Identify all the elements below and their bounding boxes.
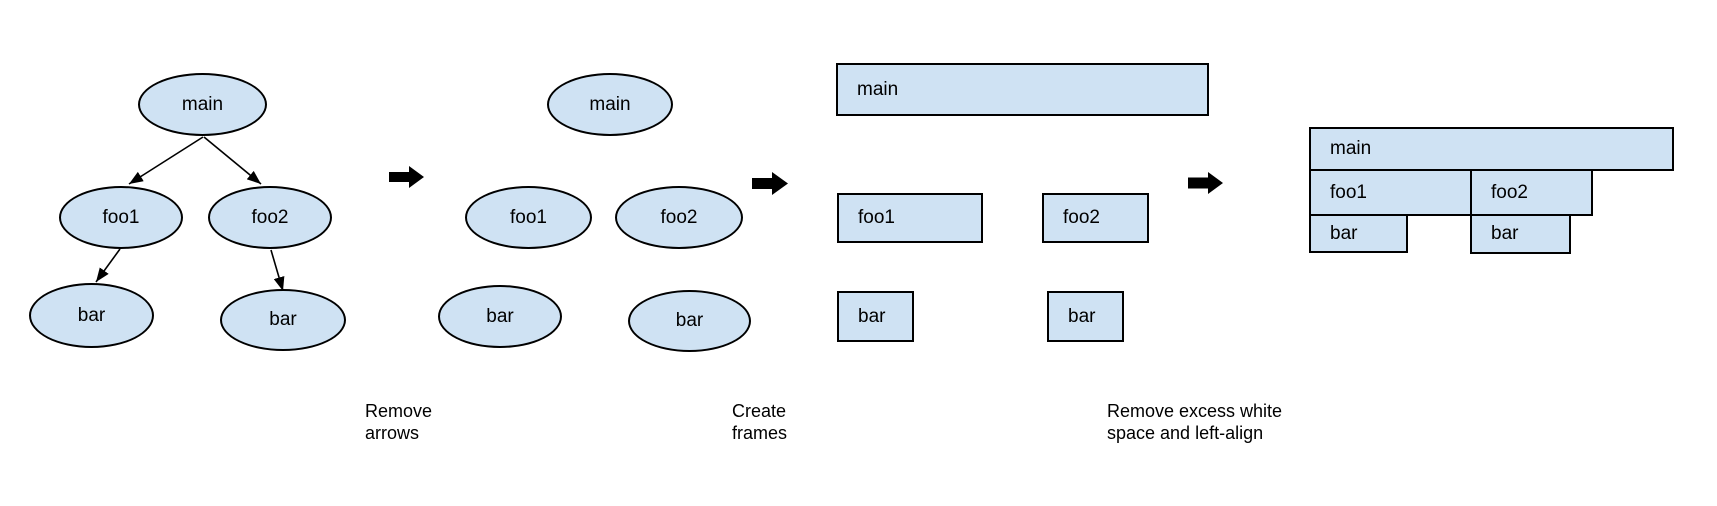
- stage4-frame-bar-right: bar: [1470, 214, 1571, 254]
- edge-main-foo1: [128, 136, 204, 185]
- step-label-left-align: Remove excess white space and left-align: [1107, 401, 1283, 443]
- stage1-node-bar-right-label: bar: [269, 309, 297, 330]
- stage4-frame-bar-right-label: bar: [1491, 223, 1519, 244]
- stage3-frame-bar-left: bar: [837, 291, 914, 342]
- stage2-node-foo2-label: foo2: [660, 206, 698, 228]
- stage1-node-bar-left-label: bar: [77, 304, 106, 326]
- stage2-node-bar-right: bar: [628, 290, 751, 352]
- stage1-node-main-label: main: [181, 93, 224, 115]
- stage3-frame-main: main: [836, 63, 1209, 116]
- stage2-node-main: main: [547, 73, 673, 136]
- stage3-frame-foo1: foo1: [837, 193, 983, 243]
- step-label-create-frames: Create frames: [732, 401, 788, 443]
- stage4-frame-main-label: main: [1330, 138, 1372, 159]
- stage2-node-bar-left: bar: [438, 285, 562, 348]
- edge-foo1-bar: [95, 248, 121, 283]
- stage1-node-bar-right: bar: [220, 289, 346, 351]
- stage4-frame-bar-left-label: bar: [1330, 222, 1358, 244]
- stage1-node-main: main: [138, 73, 267, 136]
- stage3-frame-bar-right-label: bar: [1068, 305, 1096, 327]
- step-label-remove-arrows: Remove arrows: [365, 401, 433, 443]
- stage3-frame-bar-left-label: bar: [858, 305, 886, 327]
- stage2-node-bar-right-label: bar: [675, 310, 704, 331]
- step-arrow-remove-arrows-icon: [389, 166, 424, 188]
- stage4-frame-bar-left: bar: [1309, 214, 1408, 253]
- stage3-frame-foo1-label: foo1: [858, 207, 895, 228]
- stage2-node-bar-left-label: bar: [486, 305, 514, 327]
- stage1-node-foo2: foo2: [208, 186, 332, 249]
- edge-main-foo2: [203, 136, 262, 185]
- stage3-frame-foo2-label: foo2: [1063, 207, 1100, 228]
- stage1-node-bar-left: bar: [29, 283, 154, 348]
- stage1-node-foo2-label: foo2: [251, 206, 289, 228]
- edge-foo2-bar: [270, 249, 285, 292]
- stage4-frame-foo1-label: foo1: [1330, 181, 1367, 203]
- stage3-frame-foo2: foo2: [1042, 193, 1149, 243]
- stage1-node-foo1: foo1: [59, 186, 183, 249]
- stage3-frame-main-label: main: [857, 78, 899, 100]
- stage4-frame-foo2: foo2: [1470, 169, 1593, 216]
- stage4-frame-foo1: foo1: [1309, 169, 1472, 216]
- stage2-node-foo1-label: foo1: [510, 206, 547, 228]
- stage1-node-foo1-label: foo1: [102, 206, 140, 228]
- stage4-frame-foo2-label: foo2: [1491, 181, 1528, 203]
- stage2-node-foo1: foo1: [465, 186, 592, 249]
- stage2-node-main-label: main: [589, 93, 631, 115]
- step-arrow-left-align-icon: [1188, 172, 1223, 194]
- step-arrow-create-frames-icon: [752, 172, 788, 195]
- stage4-frame-main: main: [1309, 127, 1674, 171]
- stage2-node-foo2: foo2: [615, 186, 743, 249]
- stage3-frame-bar-right: bar: [1047, 291, 1124, 342]
